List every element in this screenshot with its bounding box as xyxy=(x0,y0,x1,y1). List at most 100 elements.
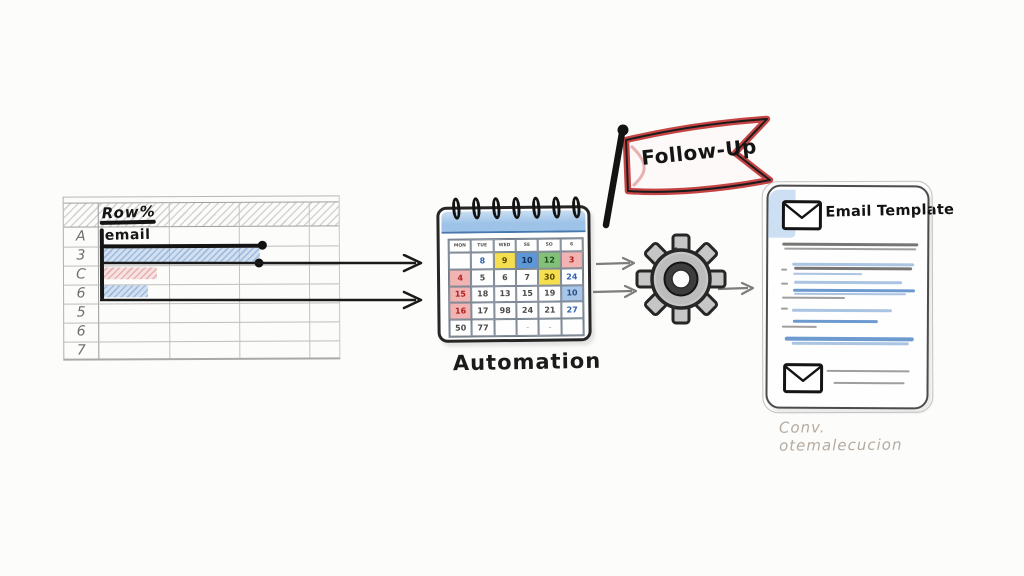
calendar-day-cell: 6 xyxy=(493,268,517,286)
calendar-day-cell xyxy=(561,318,584,336)
document-text-line xyxy=(794,266,913,271)
email-underline xyxy=(100,243,262,249)
flow-arrow-gear-to-template xyxy=(717,281,755,296)
calendar-day-cell: 7 xyxy=(515,268,539,286)
calendar-day-cell: 8 xyxy=(471,252,494,270)
document-text-line xyxy=(781,296,846,299)
arrowhead-icon xyxy=(621,256,636,271)
document-text-line xyxy=(792,262,915,267)
calendar-day-header: SO xyxy=(537,238,561,252)
calendar-day-cell: 15 xyxy=(449,286,472,304)
calendar-day-cell: 10 xyxy=(515,251,539,269)
calendar-day-header: WED xyxy=(493,238,516,253)
email-template-document: Email Template xyxy=(765,184,954,410)
spiral-ring-icon xyxy=(571,196,582,219)
calendar-day-header: MON xyxy=(448,239,472,253)
arrowhead-icon xyxy=(402,290,423,310)
document-text-line xyxy=(794,292,907,296)
calendar-day-cell: 19 xyxy=(538,285,561,303)
document-caption: Conv. otemalecucion xyxy=(778,418,903,455)
arrowhead-icon xyxy=(402,254,423,273)
flow-arrows-calendar-to-gear xyxy=(592,256,638,299)
document-text-line xyxy=(784,336,914,342)
calendar-day-cell: 18 xyxy=(471,285,494,303)
calendar-day-cell xyxy=(494,319,517,337)
document-text-line xyxy=(793,272,863,276)
document-text-line xyxy=(781,268,788,271)
arrow-line xyxy=(717,286,749,291)
arrowhead-icon xyxy=(740,281,755,296)
document-text-line xyxy=(794,280,903,285)
spreadsheet-gridline xyxy=(64,321,340,324)
envelope-icon xyxy=(783,363,824,394)
row-label: 3 xyxy=(76,247,86,264)
document-text-line xyxy=(791,308,892,313)
follow-up-flag xyxy=(602,115,774,229)
document-text-line xyxy=(780,307,788,310)
calendar-day-cell: 3 xyxy=(560,251,583,269)
calendar-day-cell: 10 xyxy=(560,284,584,302)
spiral-ring-icon xyxy=(531,196,542,220)
row-label: 5 xyxy=(76,304,86,321)
calendar-day-cell xyxy=(448,252,472,270)
document-text-line xyxy=(793,288,916,293)
spiral-ring-icon xyxy=(491,196,502,220)
flag-pole xyxy=(602,129,626,229)
flag-shading xyxy=(629,144,646,188)
calendar-day-cell: 77 xyxy=(471,319,495,337)
spiral-ring-icon xyxy=(451,197,462,220)
gear-icon xyxy=(635,233,727,325)
calendar-day-cell: 21 xyxy=(538,301,562,319)
flag-outline xyxy=(625,118,771,193)
row-label: C xyxy=(76,266,86,283)
calendar-day-cell: 30 xyxy=(538,268,561,286)
arrow-line xyxy=(595,261,631,266)
calendar-day-cell: 27 xyxy=(560,301,584,319)
document-text-line xyxy=(784,247,917,251)
spiral-ring-icon xyxy=(511,196,522,220)
calendar-day-cell: 12 xyxy=(538,251,561,269)
email-cell-label: email xyxy=(104,226,151,244)
calendar-day-cell: 13 xyxy=(493,285,517,303)
calendar-day-cell: 98 xyxy=(493,302,517,320)
row-label: 7 xyxy=(76,342,86,359)
calendar-day-header: SE xyxy=(515,238,539,252)
calendar-day-cell: - xyxy=(538,318,562,336)
calendar-day-header: TUE xyxy=(470,239,494,253)
calendar-day-cell: 4 xyxy=(448,269,472,287)
arrow-line xyxy=(592,289,633,294)
calendar-day-cell: 15 xyxy=(516,285,539,303)
calendar-caption: Automation xyxy=(452,348,602,376)
line-endpoint-dot xyxy=(257,240,267,250)
row-label: 6 xyxy=(76,285,86,302)
calendar-day-cell: 16 xyxy=(449,302,472,320)
document-body-lines xyxy=(769,187,928,385)
spiral-ring-icon xyxy=(551,196,562,219)
flow-arrows-sheet-to-calendar xyxy=(100,254,423,310)
document-text-line xyxy=(826,369,910,373)
calendar-day-cell: 9 xyxy=(493,251,516,270)
row-label: A xyxy=(75,228,86,245)
spreadsheet-gridline xyxy=(64,340,340,343)
email-template-title: Email Template xyxy=(825,201,955,221)
document-text-line xyxy=(782,242,919,247)
calendar-day-cell: 50 xyxy=(449,319,472,337)
gear-hole xyxy=(671,269,691,289)
document-text-line xyxy=(792,319,878,324)
calendar-day-header: 6 xyxy=(560,238,583,252)
row-label: 6 xyxy=(76,323,86,340)
calendar-day-cell: 5 xyxy=(471,269,494,287)
sketch-dot xyxy=(674,247,678,251)
document-text-line xyxy=(781,325,817,328)
calendar-day-cell: 17 xyxy=(471,302,495,320)
document-text-line xyxy=(833,381,905,385)
calendar-day-cell: 24 xyxy=(516,302,539,320)
calendar-day-cell: 24 xyxy=(560,268,584,286)
spiral-ring-icon xyxy=(471,197,482,220)
envelope-icon xyxy=(781,200,822,231)
document-text-line xyxy=(781,282,789,285)
